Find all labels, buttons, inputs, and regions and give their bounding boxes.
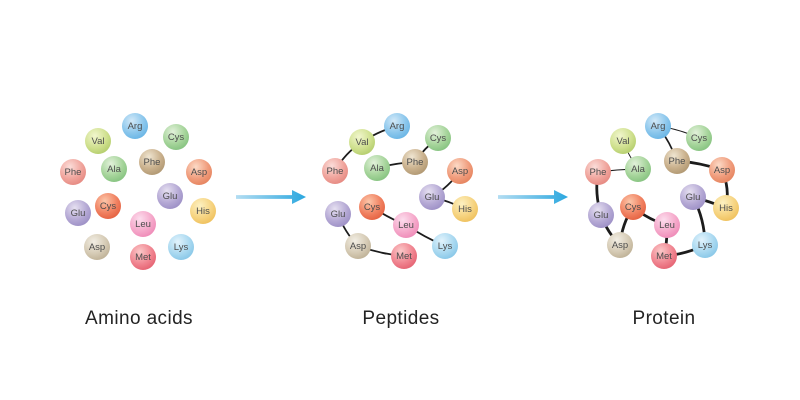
amino-acid-node-met xyxy=(391,243,417,269)
amino-acid-node-phe-t xyxy=(402,149,428,175)
amino-acid-node-met xyxy=(130,244,156,270)
amino-acid-node-asp-t xyxy=(84,234,110,260)
amino-acid-node-leu xyxy=(130,211,156,237)
amino-acid-label-phe-t: Phe xyxy=(669,156,686,167)
amino-acid-label-asp-c: Asp xyxy=(452,166,468,177)
amino-acid-node-asp-t xyxy=(345,233,371,259)
amino-acid-node-cys-g xyxy=(686,125,712,151)
amino-acid-node-his xyxy=(452,196,478,222)
amino-acid-label-glu-r: Glu xyxy=(686,192,701,203)
amino-acid-node-arg xyxy=(384,113,410,139)
amino-acid-label-glu-r: Glu xyxy=(425,192,440,203)
amino-acid-node-his xyxy=(713,195,739,221)
amino-acid-node-asp-c xyxy=(186,159,212,185)
amino-acid-label-phe-s: Phe xyxy=(65,167,82,178)
amino-acid-label-glu-l: Glu xyxy=(594,210,609,221)
amino-acid-label-cys-r: Cys xyxy=(364,202,381,213)
transition-arrow-icon xyxy=(236,190,306,204)
amino-acid-node-val xyxy=(349,129,375,155)
amino-acid-node-phe-t xyxy=(664,148,690,174)
amino-acid-node-lys xyxy=(432,233,458,259)
amino-acid-label-ala: Ala xyxy=(631,164,645,175)
amino-acid-node-val xyxy=(85,128,111,154)
amino-acid-node-phe-s xyxy=(60,159,86,185)
amino-acid-node-ala xyxy=(625,156,651,182)
amino-acid-label-cys-r: Cys xyxy=(625,202,642,213)
amino-acid-label-his: His xyxy=(719,203,733,214)
amino-acid-node-arg xyxy=(645,113,671,139)
amino-acid-label-glu-r: Glu xyxy=(163,191,178,202)
amino-acid-label-arg: Arg xyxy=(390,121,405,132)
amino-acid-label-leu: Leu xyxy=(659,220,675,231)
amino-acid-label-asp-t: Asp xyxy=(350,241,366,252)
amino-acid-node-glu-l xyxy=(65,200,91,226)
amino-acid-node-asp-t xyxy=(607,232,633,258)
amino-acid-label-lys: Lys xyxy=(438,241,453,252)
amino-acid-node-phe-s xyxy=(322,158,348,184)
amino-acid-node-glu-r xyxy=(157,183,183,209)
amino-acid-node-glu-r xyxy=(680,184,706,210)
amino-acid-node-cys-g xyxy=(163,124,189,150)
amino-acid-label-met: Met xyxy=(396,251,412,262)
amino-acid-label-leu: Leu xyxy=(135,219,151,230)
amino-acid-label-leu: Leu xyxy=(398,220,414,231)
amino-acid-label-glu-l: Glu xyxy=(331,209,346,220)
amino-acid-label-ala: Ala xyxy=(107,164,121,175)
amino-acid-node-cys-r xyxy=(359,194,385,220)
amino-acid-label-arg: Arg xyxy=(651,121,666,132)
amino-acid-label-met: Met xyxy=(656,251,672,262)
caption-peptides: Peptides xyxy=(362,308,440,329)
amino-acid-label-cys-g: Cys xyxy=(691,133,708,144)
amino-acid-label-met: Met xyxy=(135,252,151,263)
amino-acid-node-ala xyxy=(364,155,390,181)
amino-acid-label-cys-g: Cys xyxy=(168,132,185,143)
amino-acid-node-asp-c xyxy=(447,158,473,184)
amino-acid-label-phe-s: Phe xyxy=(327,166,344,177)
amino-acid-label-asp-c: Asp xyxy=(191,167,207,178)
amino-acid-node-cys-r xyxy=(620,194,646,220)
amino-acid-node-leu xyxy=(654,212,680,238)
amino-acid-node-arg xyxy=(122,113,148,139)
amino-acid-label-asp-c: Asp xyxy=(714,165,730,176)
amino-acid-label-val: Val xyxy=(91,136,104,147)
amino-acid-node-glu-r xyxy=(419,184,445,210)
amino-acid-label-glu-l: Glu xyxy=(71,208,86,219)
amino-acid-node-phe-s xyxy=(585,159,611,185)
transition-arrow-icon xyxy=(498,190,568,204)
amino-acid-node-lys xyxy=(168,234,194,260)
amino-acid-label-phe-s: Phe xyxy=(590,167,607,178)
amino-acid-node-cys-g xyxy=(425,125,451,151)
amino-acid-node-glu-l xyxy=(588,202,614,228)
amino-acid-label-lys: Lys xyxy=(174,242,189,253)
amino-acid-label-lys: Lys xyxy=(698,240,713,251)
amino-acid-label-phe-t: Phe xyxy=(407,157,424,168)
amino-acid-node-met xyxy=(651,243,677,269)
amino-acid-label-val: Val xyxy=(355,137,368,148)
amino-acid-label-val: Val xyxy=(616,136,629,147)
amino-acid-node-leu xyxy=(393,212,419,238)
caption-amino-acids: Amino acids xyxy=(85,308,193,329)
amino-acid-node-ala xyxy=(101,156,127,182)
amino-acid-label-cys-g: Cys xyxy=(430,133,447,144)
amino-acid-node-lys xyxy=(692,232,718,258)
amino-acid-node-glu-l xyxy=(325,201,351,227)
amino-acid-node-asp-c xyxy=(709,157,735,183)
amino-acid-label-his: His xyxy=(196,206,210,217)
amino-acid-node-val xyxy=(610,128,636,154)
amino-acid-node-cys-r xyxy=(95,193,121,219)
amino-acid-node-his xyxy=(190,198,216,224)
amino-acid-label-his: His xyxy=(458,204,472,215)
amino-acid-label-asp-t: Asp xyxy=(612,240,628,251)
amino-acid-label-phe-t: Phe xyxy=(144,157,161,168)
amino-acid-label-asp-t: Asp xyxy=(89,242,105,253)
caption-protein: Protein xyxy=(632,308,696,329)
amino-acid-label-arg: Arg xyxy=(128,121,143,132)
amino-acid-node-phe-t xyxy=(139,149,165,175)
amino-acid-label-ala: Ala xyxy=(370,163,384,174)
amino-acid-label-cys-r: Cys xyxy=(100,201,117,212)
